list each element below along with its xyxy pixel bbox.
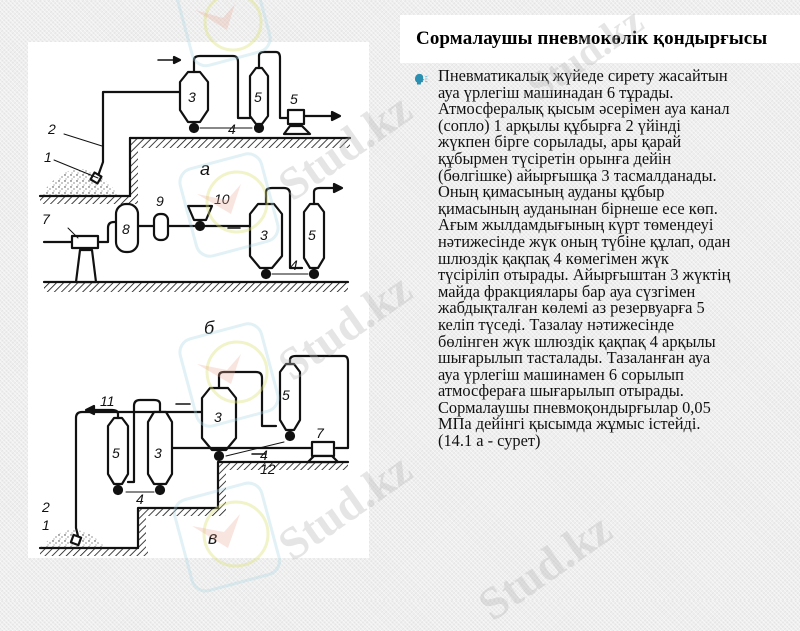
- panel-label-a: a: [200, 159, 210, 179]
- body-line: шығарылып тасталады. Тазаланған ауа: [438, 348, 711, 368]
- body-line: Ағым жылдамдығының күрт төмендеуі: [438, 215, 714, 235]
- label-5a: 5: [254, 89, 262, 105]
- label-10: 10: [214, 191, 230, 207]
- body-line: құбырмен түсіретін орынға дейін: [438, 148, 672, 168]
- pneumatic-system-diagram: 2 1 3 5 5 4 a 7 8 9 10 3 5 4 б 11 3 5 7 …: [28, 42, 369, 558]
- label-1: 1: [44, 149, 52, 165]
- body-line: қимасының ауданынан бірнеше есе көп.: [438, 198, 718, 218]
- label-4: 4: [228, 121, 236, 137]
- body-line: Оның қимасының ауданы құбыр: [438, 182, 665, 202]
- body-line: жүкпен бірге сорылады, ары қарай: [438, 132, 682, 152]
- label-3b: 3: [260, 227, 268, 243]
- label-2: 2: [47, 121, 56, 137]
- body-line: түсіріліп отырады. Айырғыштан 3 жүктің: [438, 265, 731, 285]
- label-5b: 5: [290, 91, 298, 107]
- speaking-head-bullet-icon: [415, 73, 428, 85]
- body-line: МПа дейінгі қысымда жұмыс істейді.: [438, 414, 701, 434]
- panel-b: [42, 182, 350, 292]
- label-4c: 4: [260, 447, 268, 463]
- body-line: жабдықталған көлемі аз резервуарға 5: [438, 298, 705, 318]
- body-line: ауа үрлегіш машинадан 6 тұрады.: [438, 82, 674, 102]
- label-5d: 5: [282, 387, 290, 403]
- body-line: (14.1 а - сурет): [438, 431, 541, 451]
- panel-a: [38, 50, 352, 204]
- body-line: Атмосфералық қысым әсерімен ауа канал: [438, 99, 730, 119]
- body-line: (бөлгішке) айырғышқа 3 тасмалданады.: [438, 165, 717, 185]
- body-line: нәтижесінде жүк оның түбіне құлап, одан: [438, 231, 731, 251]
- panel-label-b: б: [204, 318, 215, 338]
- body-line: Сормалаушы пневмоқондырғылар 0,05: [438, 397, 711, 417]
- body-line: бөлінген жүк шлюздік қақпақ 4 арқылы: [438, 331, 716, 351]
- label-3c: 3: [214, 409, 222, 425]
- body-line: атмосфераға шығарылып отырады.: [438, 381, 684, 401]
- body-line: Пневматикалық жүйеде сирету жасайтын: [438, 66, 728, 85]
- panel-label-v: в: [208, 528, 217, 548]
- body-line: келіп түседі. Тазалау нәтижесінде: [438, 314, 675, 334]
- label-5c: 5: [308, 227, 316, 243]
- label-3: 3: [188, 89, 196, 105]
- panel-v: [38, 354, 350, 556]
- body-line: ауа үрлегіш машинамен 6 сорылып: [438, 364, 684, 384]
- label-11: 11: [100, 393, 115, 409]
- label-2b: 2: [41, 499, 50, 515]
- body-line: шлюздік қақпақ 4 көмегімен жүк: [438, 248, 669, 268]
- body-line: майда фракциялары бар ауа сүзгімен: [438, 281, 696, 301]
- body-line: (сопло) 1 арқылы құбырға 2 үйінді: [438, 115, 681, 135]
- watermark-text: Stud.kz: [468, 502, 621, 631]
- label-1b: 1: [42, 517, 50, 533]
- label-4d: 4: [136, 491, 144, 507]
- label-8: 8: [122, 221, 130, 237]
- slide-title: Сормалаушы пневмокөлік қондырғысы: [416, 28, 768, 49]
- label-5e: 5: [112, 445, 120, 461]
- label-7b: 7: [316, 425, 325, 441]
- label-7: 7: [42, 211, 51, 227]
- label-9: 9: [156, 193, 164, 209]
- body-paragraph: Пневматикалық жүйеде сирету жасайтын ауа…: [438, 66, 798, 451]
- label-3d: 3: [154, 445, 162, 461]
- title-bar: [400, 15, 800, 63]
- label-12: 12: [260, 461, 276, 477]
- label-4b: 4: [290, 257, 298, 273]
- diagram-svg: 2 1 3 5 5 4 a 7 8 9 10 3 5 4 б 11 3 5 7 …: [38, 50, 352, 556]
